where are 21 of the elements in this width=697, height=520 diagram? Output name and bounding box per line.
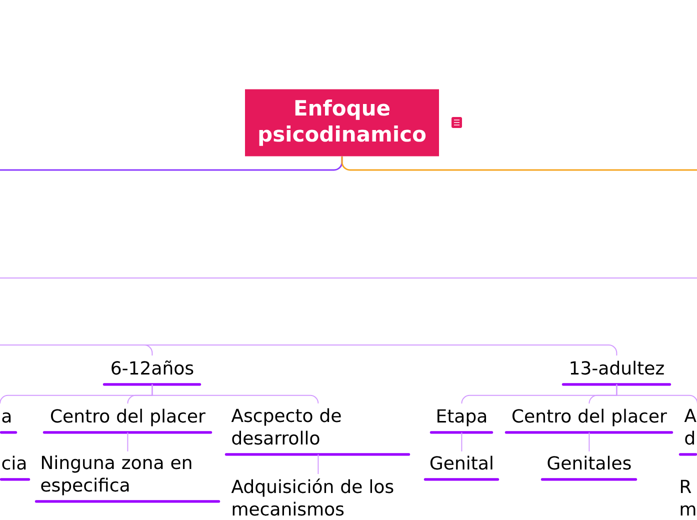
topic-box: Enfoque psicodinamico (245, 89, 439, 156)
topic-label: R m (680, 480, 696, 516)
connector-line (461, 432, 462, 452)
topic-label: Centro del placer (504, 408, 674, 434)
topic-label: 6-12años (102, 360, 202, 386)
connector-line (318, 454, 319, 474)
branch-line (341, 156, 697, 171)
topic-label: Ninguna zona en especifica (34, 455, 220, 503)
connector-line (152, 384, 319, 404)
connector-line (127, 432, 128, 452)
topic-label: Adquisición de los mecanismos (231, 478, 394, 516)
topic-label: Ascpecto de desarrollo (224, 408, 410, 456)
topic-label: 13-adultez (562, 360, 672, 386)
topic-label: Centro del placer (42, 408, 212, 434)
topic-label: a (0, 412, 18, 434)
topic-label: cia (0, 456, 30, 481)
topic-label: Genital (424, 456, 500, 481)
topic-label: Etapa (430, 409, 494, 434)
topic-label: Genitales (540, 456, 638, 481)
topic-label: A d (678, 408, 697, 456)
connector-line (588, 432, 590, 452)
